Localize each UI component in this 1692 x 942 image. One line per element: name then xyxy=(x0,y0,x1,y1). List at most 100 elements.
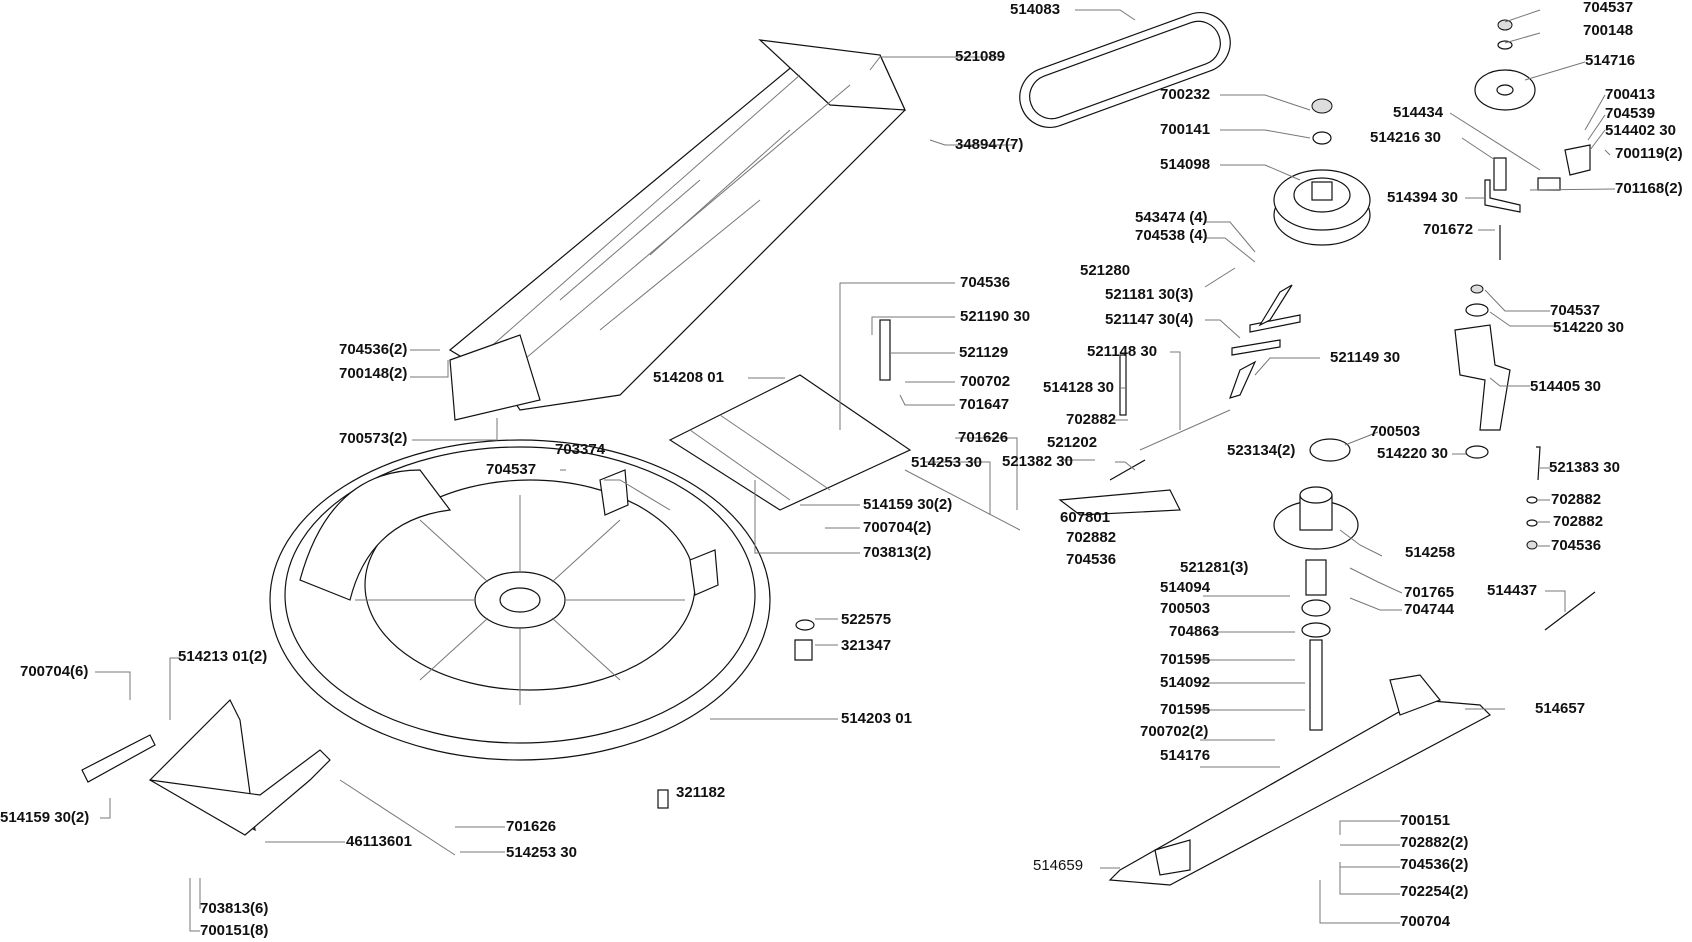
part-label: 321347 xyxy=(841,637,892,654)
pulley-part xyxy=(1273,98,1371,246)
part-label: 521181 30(3) xyxy=(1105,286,1194,303)
part-label: 521281(3) xyxy=(1180,559,1249,576)
part-label: 521148 30 xyxy=(1087,343,1158,360)
part-label: 703374 xyxy=(555,441,606,458)
part-label: 700148 xyxy=(1583,22,1634,39)
part-label: 700413 xyxy=(1605,86,1656,103)
part-label: 703813(6) xyxy=(200,900,269,917)
spring-part xyxy=(1544,591,1596,631)
part-label: 514159 30(2) xyxy=(0,809,90,826)
part-label: 521129 xyxy=(959,344,1009,361)
part-label: 701595 xyxy=(1160,701,1211,718)
lift-frame-part xyxy=(668,319,1021,531)
part-label: 700503 xyxy=(1160,600,1211,617)
part-label: 514253 30 xyxy=(911,454,982,471)
part-label: 701765 xyxy=(1404,584,1455,601)
part-label: 514659 xyxy=(1033,857,1084,874)
part-label: 700141 xyxy=(1160,121,1211,138)
part-label: 700704(2) xyxy=(863,519,932,536)
part-label: 700702(2) xyxy=(1140,723,1209,740)
part-label: 348947(7) xyxy=(955,136,1024,153)
part-label: 514437 xyxy=(1487,582,1538,599)
part-label: 514094 xyxy=(1160,579,1211,596)
part-label: 703813(2) xyxy=(863,544,932,561)
part-label: 704538 (4) xyxy=(1135,227,1208,244)
part-label: 521190 30 xyxy=(960,308,1031,325)
part-label: 700232 xyxy=(1160,86,1211,103)
part-label: 521382 30 xyxy=(1002,453,1073,470)
part-label: 514176 xyxy=(1160,747,1211,764)
part-label: 514159 30(2) xyxy=(863,496,953,513)
part-label: 514203 01 xyxy=(841,710,912,727)
part-label: 543474 (4) xyxy=(1135,209,1208,226)
part-label: 704537 xyxy=(486,461,537,478)
part-label: 704536 xyxy=(1066,551,1117,568)
part-label: 702882(2) xyxy=(1400,834,1469,851)
part-label: 523134(2) xyxy=(1227,442,1296,459)
part-label: 701595 xyxy=(1160,651,1211,668)
drive-belt-part xyxy=(1019,12,1231,128)
part-label: 514216 30 xyxy=(1370,129,1441,146)
part-label: 514208 01 xyxy=(653,369,724,386)
part-label: 704536 xyxy=(960,274,1011,291)
part-label: 702882 xyxy=(1553,513,1604,530)
part-label: 700704 xyxy=(1400,913,1451,930)
part-label: 514092 xyxy=(1160,674,1211,691)
part-label: 701672 xyxy=(1423,221,1474,238)
part-label: 321182 xyxy=(676,784,726,801)
idler-pulley-part xyxy=(1474,19,1591,260)
part-label: 700702 xyxy=(960,373,1011,390)
part-label: 514220 30 xyxy=(1553,319,1624,336)
part-label: 514128 30 xyxy=(1043,379,1114,396)
collector-chute-part xyxy=(448,39,906,421)
part-label: 700704(6) xyxy=(20,663,89,680)
part-label: 700151 xyxy=(1400,812,1451,829)
part-label: 700148(2) xyxy=(339,365,408,382)
part-label: 704537 xyxy=(1550,302,1601,319)
part-label: 521280 xyxy=(1080,262,1131,279)
part-label: 700573(2) xyxy=(339,430,408,447)
part-label: 702882 xyxy=(1066,411,1117,428)
part-label: 701168(2) xyxy=(1615,180,1683,197)
part-label: 514405 30 xyxy=(1530,378,1601,395)
leader-lines xyxy=(95,9,1616,932)
part-label: 514258 xyxy=(1405,544,1456,561)
part-label: 704539 xyxy=(1605,105,1656,122)
part-label: 514213 01(2) xyxy=(178,648,268,665)
part-label: 521147 30(4) xyxy=(1105,311,1194,328)
part-label: 521149 30 xyxy=(1330,349,1401,366)
part-label: 514434 xyxy=(1393,104,1444,121)
part-label: 514253 30 xyxy=(506,844,577,861)
part-label: 514657 xyxy=(1535,700,1586,717)
part-label: 704536(2) xyxy=(339,341,408,358)
part-label: 702882 xyxy=(1066,529,1117,546)
part-label: 521202 xyxy=(1047,434,1098,451)
part-label: 704863 xyxy=(1169,623,1220,640)
part-label: 702882 xyxy=(1551,491,1602,508)
part-label: 704536(2) xyxy=(1400,856,1469,873)
part-label: 704537 xyxy=(1583,0,1634,16)
part-label: 514716 xyxy=(1585,52,1636,69)
part-label: 46113601 xyxy=(346,833,412,850)
part-label: 702254(2) xyxy=(1400,883,1469,900)
mower-deck-part xyxy=(269,439,815,809)
part-label: 514220 30 xyxy=(1377,445,1448,462)
part-label: 700119(2) xyxy=(1615,145,1683,162)
part-label: 514098 xyxy=(1160,156,1211,173)
part-label: 514402 30 xyxy=(1605,122,1676,139)
pivot-arm-part xyxy=(1454,284,1541,550)
part-label: 607801 xyxy=(1060,509,1111,526)
part-label: 700151(8) xyxy=(200,922,269,939)
part-label: 700503 xyxy=(1370,423,1421,440)
part-label: 704536 xyxy=(1551,537,1602,554)
part-label: 701626 xyxy=(506,818,557,835)
linkage-part xyxy=(1058,284,1351,516)
part-label: 522575 xyxy=(841,611,892,628)
part-label: 521089 xyxy=(955,48,1006,65)
part-label: 521383 30 xyxy=(1549,459,1620,476)
part-label: 514394 30 xyxy=(1387,189,1458,206)
blade-part xyxy=(1108,674,1491,886)
part-label: 704744 xyxy=(1404,601,1455,618)
part-label: 701647 xyxy=(959,396,1010,413)
